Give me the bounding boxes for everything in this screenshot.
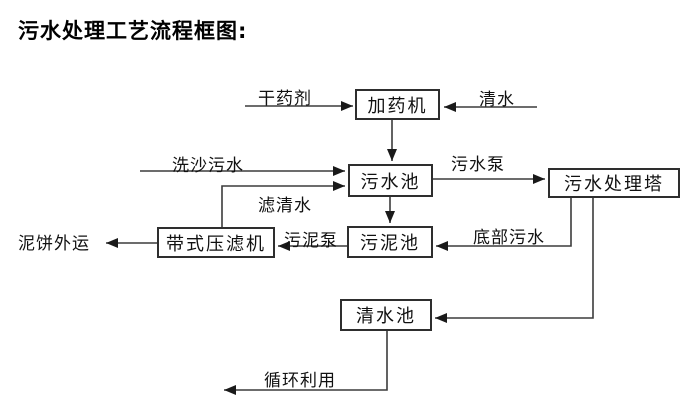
- node-sludge-pool: 污泥池: [347, 226, 433, 258]
- edge-label-recycling: 循环利用: [264, 371, 336, 391]
- node-treatment-tower: 污水处理塔: [548, 168, 680, 198]
- arrow-filtered-water-to-sewage-pool: [221, 181, 345, 227]
- arrow-bottom-sewage-to-sludge-pool: [436, 198, 572, 251]
- edge-label-sand-washing-sewage: 洗沙污水: [172, 156, 244, 176]
- node-sewage-pool: 污水池: [348, 164, 433, 197]
- edge-label-bottom-sewage: 底部污水: [473, 228, 545, 248]
- edge-label-dry-agent: 干药剂: [258, 89, 312, 109]
- node-clean-water-pool: 清水池: [340, 299, 432, 331]
- edge-label-filtered-water: 滤清水: [258, 196, 312, 216]
- edge-label-sewage-pump: 污水泵: [451, 155, 505, 175]
- edge-label-mud-cake-out: 泥饼外运: [18, 234, 90, 254]
- node-belt-filter-press: 带式压滤机: [157, 227, 275, 258]
- arrow-recycling: [224, 331, 388, 395]
- edge-label-sludge-pump: 污泥泵: [284, 231, 338, 251]
- arrow-tower-to-clean-pool: [435, 198, 594, 323]
- edge-label-clean-water: 清水: [479, 90, 515, 110]
- page-title: 污水处理工艺流程框图:: [18, 19, 248, 43]
- node-dosing-machine: 加药机: [355, 89, 440, 120]
